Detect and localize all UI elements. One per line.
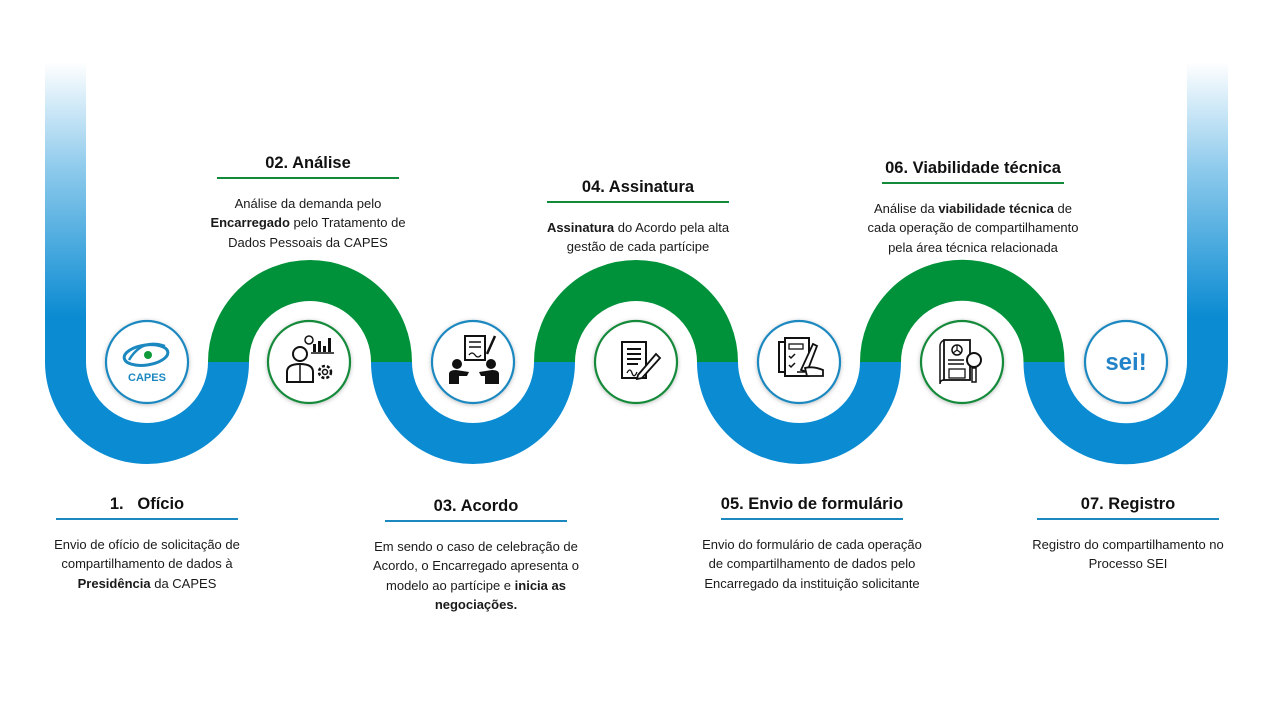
step-icon-circle-6 [919,319,1005,405]
sei-logo-icon: sei! [1105,349,1146,376]
step-icon-circle-3 [430,319,516,405]
left-vertical-band [45,62,86,363]
step-title: 1. Ofício [109,495,185,513]
description-line: cada operação de compartilhamento [843,218,1103,237]
step-title: 03. Acordo [433,497,519,515]
capes-logo-icon: CAPES [122,342,170,384]
description-line: Assinatura do Acordo pela alta [508,218,768,237]
description-line: modelo ao partícipe e inicia as [346,576,606,595]
step-7: 07. Registro Registro do compartilhament… [998,494,1258,574]
description-line: Registro do compartilhamento no [998,535,1258,554]
handshake-agreement-icon [449,335,499,384]
description-text: pelo Tratamento de [289,215,406,231]
description-line: compartilhamento de dados à [17,554,277,573]
step-description: Registro do compartilhamento no Processo … [998,535,1258,574]
emphasized-text: Presidência [77,575,151,591]
green-arches [208,259,1065,363]
report-magnifier-icon [939,339,982,385]
description-line: Acordo, o Encarregado apresenta o [346,556,606,575]
description-text: modelo ao partícipe e [386,577,515,593]
description-text: gestão de cada partícipe [566,239,710,255]
checklist-form-icon [778,337,824,377]
description-text: Registro do compartilhamento no [1032,537,1224,552]
description-text: da CAPES [150,575,217,591]
description-text: Envio de ofício de solicitação de [54,537,240,552]
signed-document-icon [621,341,662,381]
emphasized-text: negociações. [434,596,518,612]
description-text: Encarregado da instituição solicitante [704,575,920,591]
description-line: Envio de ofício de solicitação de [17,535,277,554]
description-line: pela área técnica relacionada [843,238,1103,257]
description-line: Em sendo o caso de celebração de [346,537,606,556]
description-text: do Acordo pela alta [614,220,730,235]
step-icon-circle-1: CAPES [104,319,190,405]
description-text: cada operação de compartilhamento [867,220,1079,236]
description-line: de compartilhamento de dados pelo [682,554,942,573]
step-title: 04. Assinatura [581,178,695,196]
step-1: 1. Ofício Envio de ofício de solicitação… [17,494,277,593]
description-line: gestão de cada partícipe [508,237,768,256]
step-icon-circle-5 [756,319,842,405]
description-line: Dados Pessoais da CAPES [178,233,438,252]
step-description: Assinatura do Acordo pela alta gestão de … [508,218,768,257]
description-line: Processo SEI [998,554,1258,573]
emphasized-text: inicia as [514,577,566,593]
step-title-underline [385,520,567,522]
description-text: Processo SEI [1088,556,1168,572]
description-line: negociações. [346,595,606,614]
step-icon-circle-2 [266,319,352,405]
description-line: Presidência da CAPES [17,574,277,593]
step-icon-circle-4 [593,319,679,405]
emphasized-text: Assinatura [546,220,615,235]
step-title-underline [217,177,399,179]
step-title: 05. Envio de formulário [720,495,904,513]
sei-logo-text: sei! [1105,349,1146,376]
step-icon-circle-7: sei! [1083,319,1169,405]
description-line: Envio do formulário de cada operação [682,535,942,554]
emphasized-text: viabilidade técnica [938,201,1054,216]
step-title: 02. Análise [265,154,351,172]
step-5: 05. Envio de formulário Envio do formulá… [682,494,942,593]
step-4: 04. Assinatura Assinatura do Acordo pela… [508,177,768,257]
step-title-underline [721,518,903,520]
step-title-underline [1037,518,1219,520]
step-description: Envio de ofício de solicitação de compart… [17,535,277,593]
description-text: de compartilhamento de dados pelo [708,556,916,572]
analyst-chart-gear-icon [286,335,334,383]
description-text: Análise da [873,201,939,216]
step-description: Análise da viabilidade técnica de cada op… [843,199,1103,257]
description-text: Em sendo o caso de celebração de [374,539,578,554]
step-title: 06. Viabilidade técnica [885,159,1061,177]
step-description: Em sendo o caso de celebração de Acordo, … [346,537,606,614]
step-6: 06. Viabilidade técnica Análise da viabi… [843,158,1103,257]
description-text: pela área técnica relacionada [888,239,1058,255]
description-text: Análise da demanda pelo [234,196,382,211]
description-text: Acordo, o Encarregado apresenta o [373,558,579,574]
description-line: Encarregado pelo Tratamento de [178,213,438,232]
step-3: 03. Acordo Em sendo o caso de celebração… [346,496,606,614]
right-vertical-band [1187,62,1228,363]
description-text: Dados Pessoais da CAPES [228,234,388,250]
description-text: Envio do formulário de cada operação [702,537,922,552]
capes-logo-text: CAPES [128,372,166,384]
description-text: de [1053,201,1072,216]
description-line: Encarregado da instituição solicitante [682,574,942,593]
step-title-underline [882,182,1064,184]
blue-bowls [45,361,1228,465]
description-text: compartilhamento de dados à [61,556,233,572]
step-title-underline [56,518,238,520]
description-line: Análise da demanda pelo [178,194,438,213]
emphasized-text: Encarregado [210,215,290,231]
description-line: Análise da viabilidade técnica de [843,199,1103,218]
step-title: 07. Registro [1080,495,1176,513]
step-title-underline [547,201,729,203]
step-description: Envio do formulário de cada operação de c… [682,535,942,593]
